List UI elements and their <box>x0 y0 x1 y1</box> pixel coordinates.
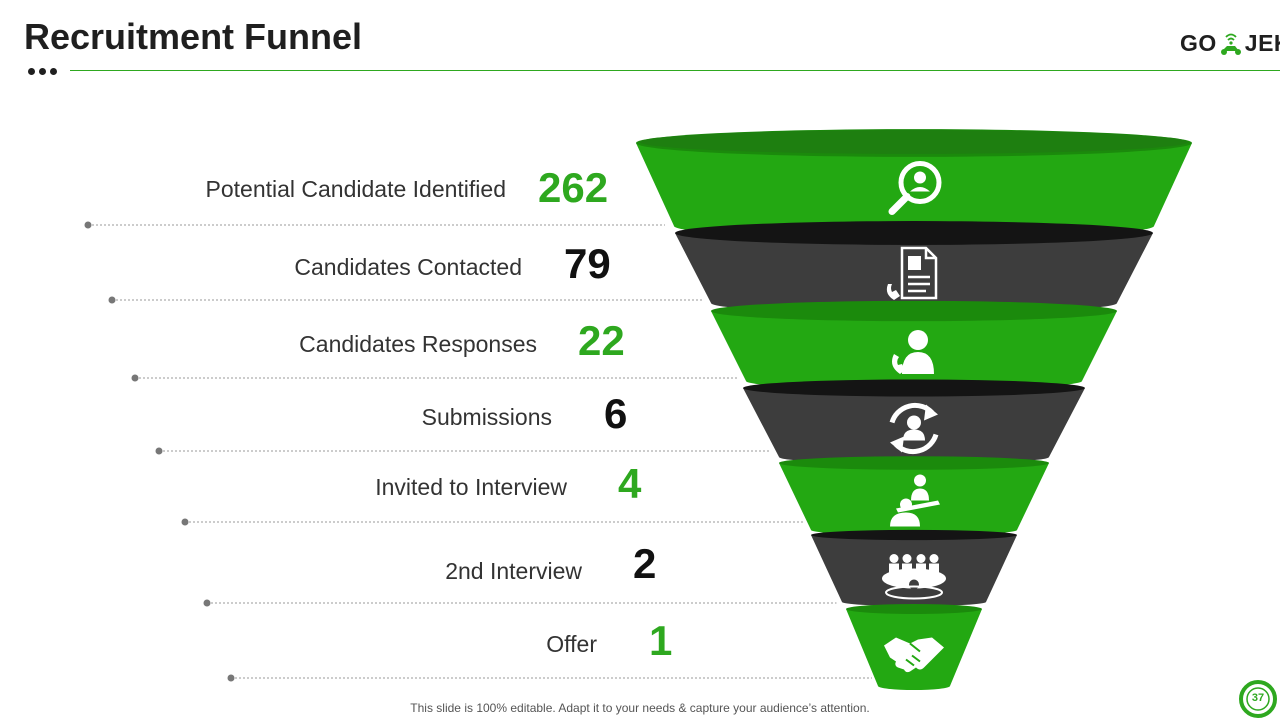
funnel-band <box>675 221 1153 314</box>
stage-value: 4 <box>618 460 642 507</box>
stage-label: Offer <box>546 631 597 657</box>
stage-value: 1 <box>649 617 673 664</box>
stage-guide-dot <box>131 374 139 382</box>
phone-call-person-icon <box>892 330 934 374</box>
stage-value: 79 <box>564 240 611 287</box>
gojek-logo: GO JEK <box>1180 30 1280 57</box>
stage-label: Potential Candidate Identified <box>205 176 507 202</box>
stage-value: 2 <box>633 540 657 587</box>
funnel-band <box>779 456 1049 536</box>
stage-guide-dot <box>84 221 92 229</box>
funnel-band <box>743 379 1085 464</box>
slide-title: Recruitment Funnel <box>24 16 363 57</box>
funnel-band <box>711 300 1117 390</box>
stage-guide-dot <box>203 599 211 607</box>
stage-value: 262 <box>538 164 609 211</box>
stage-guide-dot <box>181 518 189 526</box>
logo-text-right: JEK <box>1244 30 1280 56</box>
stage-label: Candidates Responses <box>299 331 537 357</box>
page-number-badge: 37 <box>1238 679 1278 719</box>
candidate-search-icon <box>888 161 942 215</box>
stage-label: Invited to Interview <box>375 474 567 500</box>
stage-guide-dot <box>108 296 116 304</box>
funnel-band <box>846 604 982 690</box>
logo-text-left: GO <box>1180 30 1217 56</box>
stage-guide-dot <box>155 447 163 455</box>
funnel-band <box>636 129 1192 238</box>
stage-label: Candidates Contacted <box>294 254 522 280</box>
stage-value: 6 <box>604 390 628 437</box>
panel-interview-icon <box>882 554 946 600</box>
stage-value: 22 <box>578 317 625 364</box>
page-number: 37 <box>1251 692 1265 704</box>
header-dots <box>28 68 57 75</box>
handshake-icon <box>884 637 944 673</box>
footer-note: This slide is 100% editable. Adapt it to… <box>410 701 870 715</box>
funnel-band <box>811 529 1017 606</box>
resume-document-icon <box>886 246 938 300</box>
header-rule <box>70 70 1280 71</box>
scooter-icon <box>1220 33 1241 55</box>
stage-label: 2nd Interview <box>445 558 582 584</box>
stage-label: Submissions <box>421 404 552 430</box>
person-refresh-icon <box>889 402 939 455</box>
stage-guide-dot <box>227 674 235 682</box>
interview-meeting-icon <box>890 474 940 527</box>
